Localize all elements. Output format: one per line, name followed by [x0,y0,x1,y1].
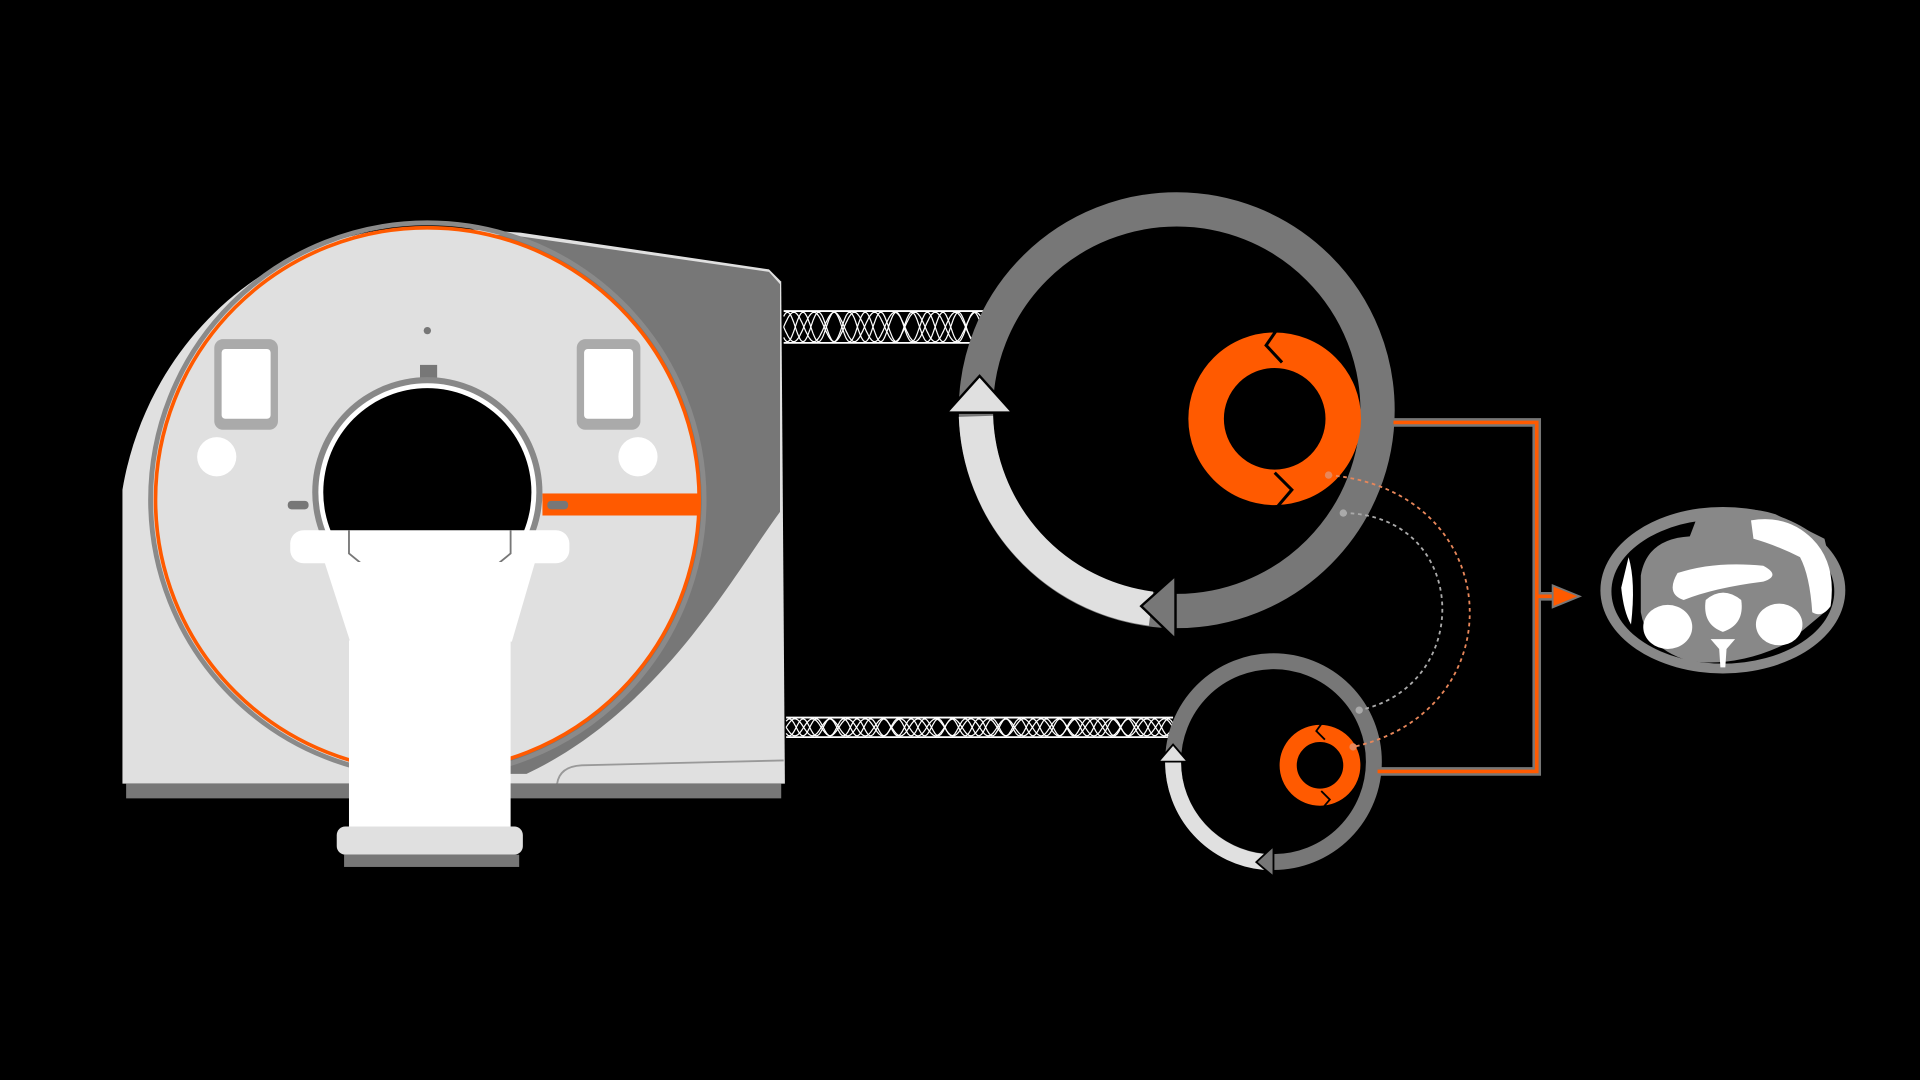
cable-strand [783,311,987,343]
arrow-right-icon [1551,583,1583,609]
ct-scanner-gantry [122,220,785,799]
ct-axial-slice [1600,506,1846,674]
window-right [576,339,641,430]
cable-strand [785,718,1174,737]
rotation-arrow-large [943,192,1395,643]
output-connector [1377,418,1583,776]
signal-path-orange [1328,474,1471,748]
patient-table [290,530,570,867]
rotation-arrow-small [1156,653,1382,879]
detector-ring-large [1188,328,1362,508]
signal-path-gray [1343,512,1444,712]
cable-strand [783,311,987,343]
cable-top [783,310,987,344]
cable-bottom [785,716,1174,739]
indicator-light-right [618,437,658,477]
laser-bar [542,493,698,516]
indicator-light-left [197,437,237,477]
cable-strand [785,718,1174,737]
detector-ring-small [1279,721,1361,809]
cable-strand [783,311,987,343]
window-left [214,339,278,430]
